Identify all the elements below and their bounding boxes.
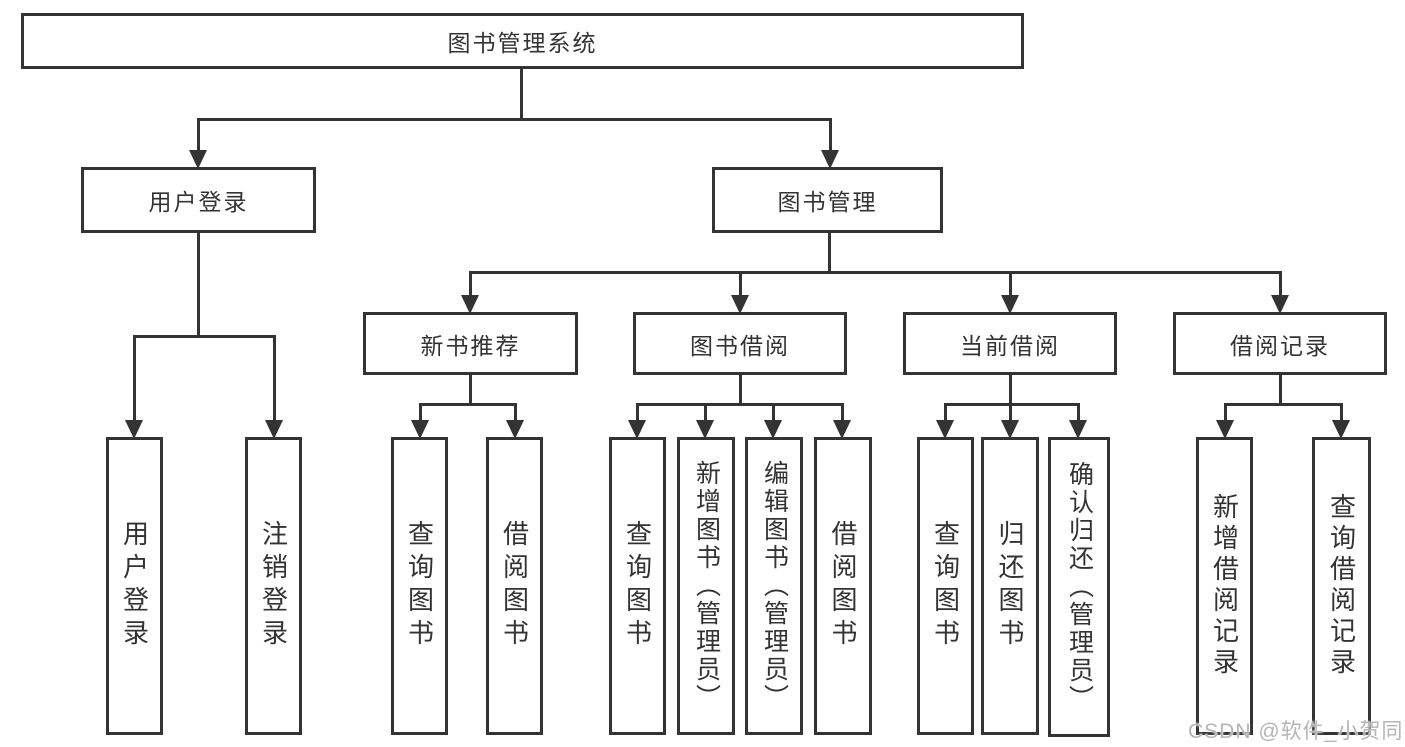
node-library-management-system: 图书管理系统 <box>21 13 1024 69</box>
connector-shaft-bb-query <box>636 403 639 423</box>
arrow-down-login-leaf <box>125 420 143 439</box>
leaf-bb-borrow-books: 借阅图书 <box>814 437 872 735</box>
connector-book-mgmt-vertical <box>828 233 831 273</box>
leaf-cb-return-books: 归还图书 <box>981 437 1039 735</box>
node-book-management: 图书管理 <box>712 167 943 233</box>
leaf-cb-confirm-return-admin: 确认归还（管理员） <box>1048 437 1110 737</box>
leaf-logout: 注销登录 <box>245 437 302 735</box>
connector-shaft-nb-borrow <box>514 403 517 423</box>
connector-newbook-horizontal <box>419 403 517 406</box>
connector-shaft-cb-return <box>1009 403 1012 423</box>
connector-shaft-cb-query <box>944 403 947 423</box>
connector-book-mgmt-horizontal <box>469 271 1282 274</box>
node-new-book-recommendation: 新书推荐 <box>363 312 578 375</box>
arrow-down-user-login <box>189 150 207 169</box>
leaf-bb-add-books-admin: 新增图书（管理员） <box>677 437 735 735</box>
connector-shaft-bb-edit <box>772 403 775 423</box>
connector-shaft-bb-add <box>704 403 707 423</box>
arrow-down-cb-return <box>1001 420 1019 439</box>
arrow-down-book-borrow <box>731 295 749 314</box>
connector-user-login-vertical <box>197 233 200 337</box>
arrow-down-borrow-records <box>1271 295 1289 314</box>
connector-current-horizontal <box>944 403 1080 406</box>
connector-shaft-cb-confirm <box>1077 403 1080 423</box>
connector-shaft-new-book <box>469 271 472 298</box>
connector-shaft-bb-borrow <box>841 403 844 423</box>
connector-shaft-rec-add <box>1224 403 1227 423</box>
node-book-borrowing: 图书借阅 <box>633 312 847 375</box>
connector-records-vertical <box>1279 375 1282 405</box>
leaf-nb-borrow-books: 借阅图书 <box>486 437 543 735</box>
arrow-down-current-borrow <box>1001 295 1019 314</box>
connector-shaft-logout-leaf <box>273 335 276 423</box>
connector-shaft-nb-query <box>419 403 422 423</box>
arrow-down-logout-leaf <box>265 420 283 439</box>
arrow-down-bb-borrow <box>833 420 851 439</box>
connector-shaft-book-borrow <box>739 271 742 298</box>
arrow-down-rec-query <box>1332 420 1350 439</box>
connector-shaft-user-login <box>197 118 200 153</box>
node-borrowing-records: 借阅记录 <box>1173 312 1387 375</box>
leaf-nb-query-books: 查询图书 <box>391 437 448 735</box>
arrow-down-bb-query <box>628 420 646 439</box>
arrow-down-nb-borrow <box>506 420 524 439</box>
leaf-rec-add-borrow-record: 新增借阅记录 <box>1196 437 1253 735</box>
leaf-cb-query-books: 查询图书 <box>917 437 974 735</box>
leaf-user-login: 用户登录 <box>106 437 163 735</box>
connector-root-vertical <box>520 69 523 120</box>
leaf-bb-edit-books-admin: 编辑图书（管理员） <box>745 437 803 735</box>
arrow-down-cb-query <box>936 420 954 439</box>
leaf-bb-query-books: 查询图书 <box>609 437 666 735</box>
connector-user-login-horizontal <box>133 335 276 338</box>
connector-shaft-rec-query <box>1340 403 1343 423</box>
connector-shaft-login-leaf <box>133 335 136 423</box>
arrow-down-nb-query <box>411 420 429 439</box>
leaf-rec-query-borrow-record: 查询借阅记录 <box>1312 437 1371 735</box>
csdn-watermark: CSDN @软件_小贺同学 <box>1188 720 1405 743</box>
connector-borrowing-horizontal <box>636 403 844 406</box>
connector-borrowing-vertical <box>739 375 742 405</box>
arrow-down-book-management <box>821 150 839 169</box>
connector-shaft-current-borrow <box>1009 271 1012 298</box>
arrow-down-bb-edit <box>764 420 782 439</box>
node-current-borrowing: 当前借阅 <box>903 312 1117 375</box>
connector-shaft-borrow-records <box>1279 271 1282 298</box>
arrow-down-new-book <box>461 295 479 314</box>
connector-current-vertical <box>1009 375 1012 405</box>
connector-newbook-vertical <box>469 375 472 405</box>
connector-root-horizontal <box>197 118 831 121</box>
arrow-down-bb-add <box>696 420 714 439</box>
arrow-down-rec-add <box>1216 420 1234 439</box>
node-user-login: 用户登录 <box>81 167 316 233</box>
arrow-down-cb-confirm <box>1069 420 1087 439</box>
connector-records-horizontal <box>1224 403 1342 406</box>
connector-shaft-book-management <box>829 118 832 153</box>
